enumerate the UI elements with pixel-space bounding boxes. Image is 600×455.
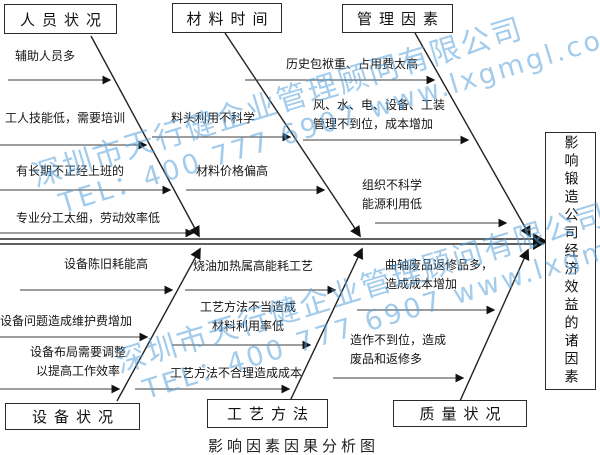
branch-line-equipment <box>116 247 201 402</box>
category-label-equipment: 设备状况 <box>31 408 120 426</box>
diagram-title: 影响因素因果分析图 <box>208 437 380 455</box>
spine-arrowhead <box>533 233 548 250</box>
cause-label: 料头利用不科学 <box>171 111 256 125</box>
cause-label: 组织不科学 能源利用低 <box>362 178 423 212</box>
branch-line-management <box>414 32 531 238</box>
cause-label: 工人技能低，需要培训 <box>5 111 126 125</box>
category-box-material: 材料时间 <box>172 3 282 33</box>
category-label-process: 工艺方法 <box>226 405 315 423</box>
branch-line-personnel <box>90 35 200 238</box>
spine-line <box>0 238 536 245</box>
cause-label: 工艺方法不当造成 材料利用率低 <box>200 300 297 334</box>
cause-label: 材料价格偏高 <box>196 164 269 178</box>
cause-label: 烧油加热属高能耗工艺 <box>193 259 314 273</box>
cause-label: 设备问题造成维护费增加 <box>0 314 133 328</box>
category-box-equipment: 设备状况 <box>5 403 140 430</box>
category-label-personnel: 人员状况 <box>19 10 108 29</box>
cause-label: 设备布局需要调整 以提高工作效率 <box>30 345 127 379</box>
category-box-quality: 质量状况 <box>393 400 527 427</box>
cause-label: 辅助人员多 <box>15 49 76 63</box>
category-label-material: 材料时间 <box>186 9 275 28</box>
branch-line-material <box>224 32 361 238</box>
category-label-quality: 质量状况 <box>419 405 508 423</box>
branch-line-quality <box>459 248 530 402</box>
effect-label: 影响锻造公司经济效益的诸因素 <box>562 135 579 387</box>
category-box-personnel: 人员状况 <box>4 4 117 34</box>
cause-label: 设备陈旧耗能高 <box>64 257 149 271</box>
cause-label: 历史包袱重、占用费太高 <box>286 57 419 71</box>
category-box-management: 管理因素 <box>342 4 453 33</box>
cause-label: 造作不到位，造成 废品和返修多 <box>350 333 447 367</box>
cause-label: 专业分工太细，劳动效率低 <box>16 211 161 225</box>
cause-label: 有长期不正经上班的 <box>16 164 125 178</box>
category-label-management: 管理因素 <box>356 10 445 28</box>
effect-box: 影响锻造公司经济效益的诸因素 <box>545 132 596 390</box>
branch-line-process <box>289 247 363 402</box>
cause-label: 风、水、电、设备、工装 管理不到位，成本增加 <box>313 98 446 132</box>
category-box-process: 工艺方法 <box>207 399 328 428</box>
cause-label: 工艺方法不合理造成成本 <box>170 366 303 380</box>
cause-label: 曲轴废品返修品多， 造成成本增加 <box>385 258 494 292</box>
